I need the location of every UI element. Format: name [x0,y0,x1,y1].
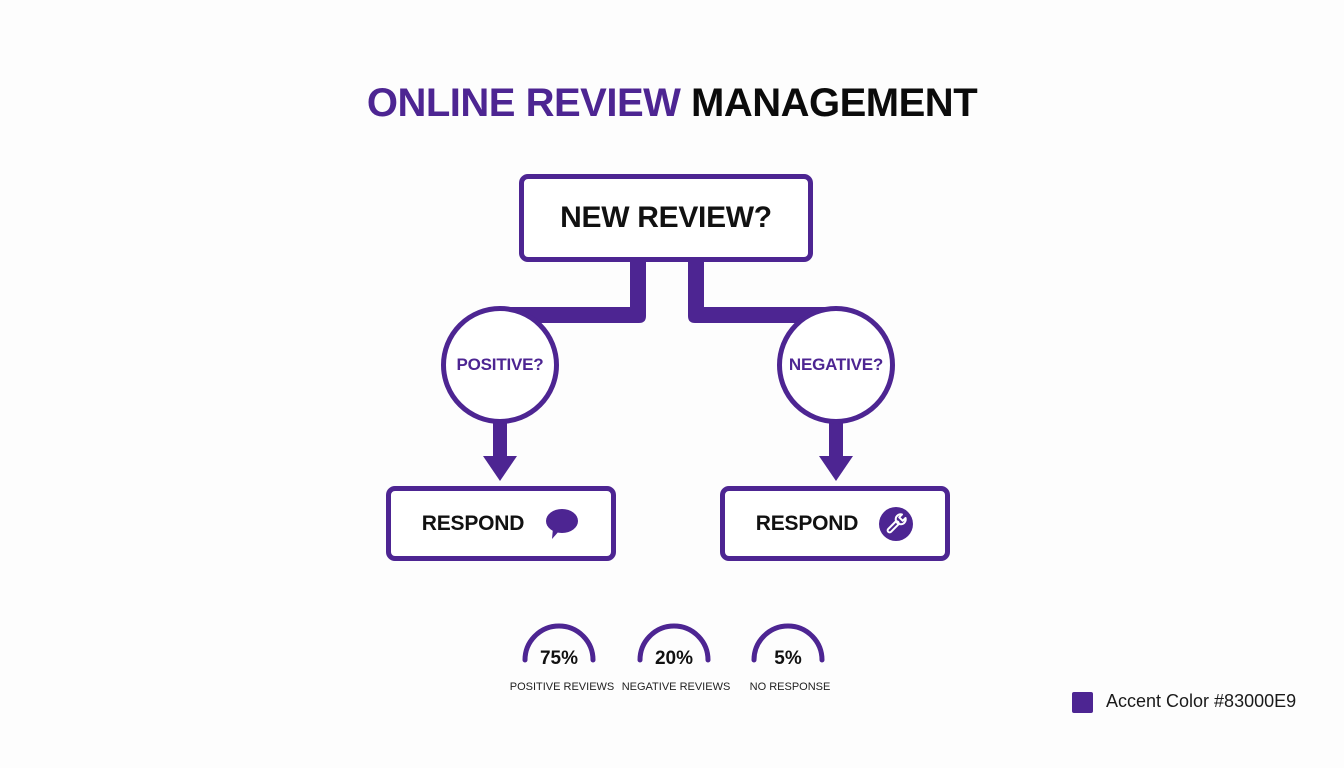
decision-node-negative: NEGATIVE? [777,306,895,424]
stat-label-positive: POSITIVE REVIEWS [509,681,615,693]
stat-value-positive: 75% [539,648,579,669]
arrow-right-stem [829,420,843,458]
stat-gauge-negative: 20% [629,620,719,670]
title-dark-text: MANAGEMENT [691,81,978,125]
stat-gauge-no-response: 5% [743,620,833,670]
wrench-icon [878,506,914,542]
decision-label-positive: POSITIVE? [456,355,544,374]
start-node-new-review: NEW REVIEW? [519,174,813,262]
page-title: ONLINE REVIEW MANAGEMENT [0,80,1344,126]
action-label-positive: RESPOND [421,511,525,535]
action-node-respond-negative: RESPOND [720,486,950,561]
action-node-respond-positive: RESPOND [386,486,616,561]
title-accent-text: ONLINE REVIEW [366,81,681,125]
stat-gauge-positive: 75% [514,620,604,670]
stat-label-negative: NEGATIVE REVIEWS [621,681,731,693]
gauge-arc-icon [522,623,596,663]
gauge-arc-icon [637,623,711,663]
legend-color-swatch [1072,692,1093,713]
stat-label-no-response: NO RESPONSE [749,681,831,693]
arrow-right-head [819,456,853,481]
stat-value-no-response: 5% [774,648,802,669]
decision-node-positive: POSITIVE? [441,306,559,424]
gauge-arc-icon [751,623,825,663]
decision-label-negative: NEGATIVE? [788,355,884,374]
legend-text: Accent Color #83000E9 [1106,691,1297,711]
start-node-label: NEW REVIEW? [560,201,772,234]
stat-value-negative: 20% [654,648,694,669]
action-label-negative: RESPOND [755,511,859,535]
arrow-left-stem [493,420,507,458]
speech-bubble-icon [544,506,580,542]
arrow-left-head [483,456,517,481]
